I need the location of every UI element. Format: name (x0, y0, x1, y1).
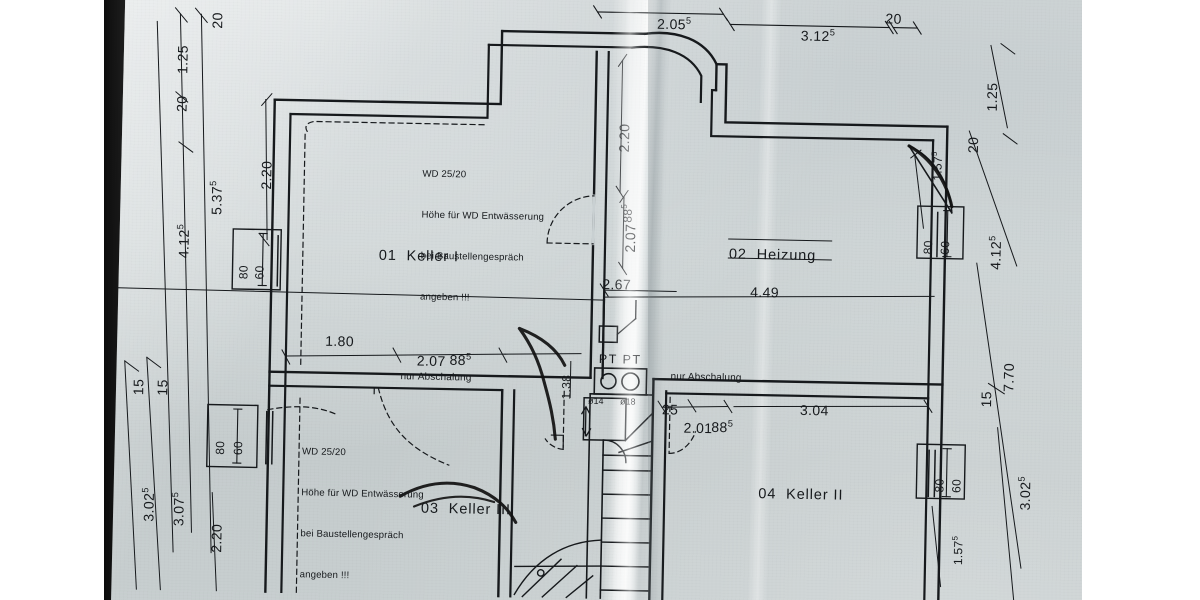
dim-right-125: 1.25 (983, 82, 1001, 112)
dim-door-207-a: 2.07 (621, 223, 639, 253)
window-left-lower-width: 80 (212, 440, 228, 455)
dim-left-5375: 5.375 (189, 180, 245, 241)
dim-right-1575-upper: 1.575 (914, 151, 962, 203)
dim-door-885-a-value: 88 (620, 208, 636, 223)
dim-left-3075: 3.075 (151, 491, 207, 552)
dim-left-220-lower: 2.20 (208, 523, 225, 553)
dim-right-1575-lower: 1.575 (935, 535, 983, 587)
wd-note-middle-l2: Höhe für WD Entwässerung (301, 487, 424, 501)
dim-right-20: 20 (964, 136, 982, 154)
margin-left (0, 0, 104, 600)
dim-right-4125-sup: 5 (987, 235, 998, 242)
dim-right-4125: 4.125 (968, 235, 1024, 296)
wd-note-bottom: WD 25/20 Höhe für WD Entwässerung (285, 572, 410, 600)
dim-885-c-sup: 5 (727, 418, 734, 429)
window-right-lower-width: 80 (932, 478, 947, 493)
dim-top-2055: 2.055 (631, 0, 692, 52)
dim-top-3125-sup: 5 (829, 27, 836, 38)
dim-left-20-b: 20 (209, 12, 226, 29)
dim-207-b: 2.07 (416, 352, 446, 370)
window-left-lower-height: 60 (230, 440, 246, 456)
window-left-upper-width: 80 (236, 265, 251, 280)
dim-left-20-a: 20 (173, 95, 190, 113)
dim-left-4125-sup: 5 (175, 223, 186, 230)
dim-right-770: 7.70 (1000, 362, 1017, 393)
dim-right-1575-lower-value: 1.57 (951, 540, 966, 566)
window-right-upper-width: 80 (920, 240, 936, 255)
dim-top-20: 20 (885, 10, 902, 27)
dim-left-3075-sup: 5 (170, 491, 181, 498)
wd-note-top-l1: WD 25/20 (422, 168, 467, 181)
pipe-14-label: ø14 (587, 395, 604, 407)
dim-201: 2.01 (683, 419, 713, 437)
dim-right-1575-upper-sup: 5 (930, 151, 940, 157)
dim-left-3025-sup: 5 (140, 487, 151, 493)
dim-304: 3.04 (799, 401, 829, 419)
dim-right-3025-value: 3.02 (1016, 481, 1034, 511)
dim-right-4125-value: 4.12 (987, 240, 1004, 270)
wd-note-top-l2: Höhe für WD Entwässerung (421, 209, 545, 223)
dim-885-b-value: 88 (449, 351, 467, 368)
dim-top-2055-value: 2.05 (656, 15, 687, 33)
wd-note-top: WD 25/20 Höhe für WD Entwässerung bei Ba… (419, 141, 545, 334)
dim-25: 25 (661, 401, 679, 418)
dim-885-b-sup: 5 (465, 351, 472, 362)
dim-138: 1.38 (559, 374, 574, 400)
room-label-keller-3: 03 Keller III (420, 500, 512, 519)
wd-note-middle-l3: bei Baustellengespräch (300, 528, 404, 542)
dim-right-1575-upper-value: 1.57 (930, 155, 946, 181)
dim-hall-220: 2.20 (615, 123, 633, 153)
wd-note-top-l4: angeben !!! (419, 291, 470, 304)
dim-left-5375-value: 5.37 (208, 185, 225, 216)
dim-449: 4.49 (750, 283, 780, 301)
dim-door-885-a-sup: 5 (620, 203, 630, 209)
dim-right-15: 15 (978, 390, 995, 408)
dim-left-125: 1.25 (174, 44, 191, 75)
dim-right-3025: 3.025 (998, 476, 1054, 537)
dim-top-2055-sup: 5 (685, 15, 692, 26)
wd-note-top-l3: bei Baustellengespräch (420, 250, 524, 264)
dim-left-220-upper: 2.20 (258, 160, 275, 190)
dim-top-3125: 3.125 (775, 8, 836, 64)
pipe-18-label: ø18 (619, 396, 636, 407)
dim-885-c-value: 88 (711, 418, 728, 436)
dim-right-3025-sup: 5 (1016, 475, 1027, 482)
dim-left-3075-value: 3.07 (170, 497, 187, 527)
dim-left-5375-sup: 5 (208, 180, 219, 187)
dim-left-15-b: 15 (154, 379, 171, 396)
room-label-keller-2: 04 Keller II (758, 486, 844, 504)
window-left-upper-height: 60 (252, 265, 267, 280)
pt-marker-label: PT PT (598, 351, 642, 367)
dim-180: 1.80 (325, 332, 355, 350)
dim-left-15-a: 15 (130, 378, 147, 396)
dim-right-1575-lower-sup: 5 (950, 535, 960, 541)
wd-note-middle-l1: WD 25/20 (301, 446, 346, 459)
room-label-heizung: 02 Heizung (728, 246, 817, 265)
margin-right (1082, 0, 1200, 600)
nur-abschalung-right: nur Abschalung (670, 371, 742, 384)
dim-267: 2.67 (602, 276, 632, 293)
window-right-upper-height: 60 (937, 240, 953, 255)
window-right-lower-height: 60 (949, 478, 964, 494)
dim-top-3125-value: 3.12 (800, 27, 830, 44)
